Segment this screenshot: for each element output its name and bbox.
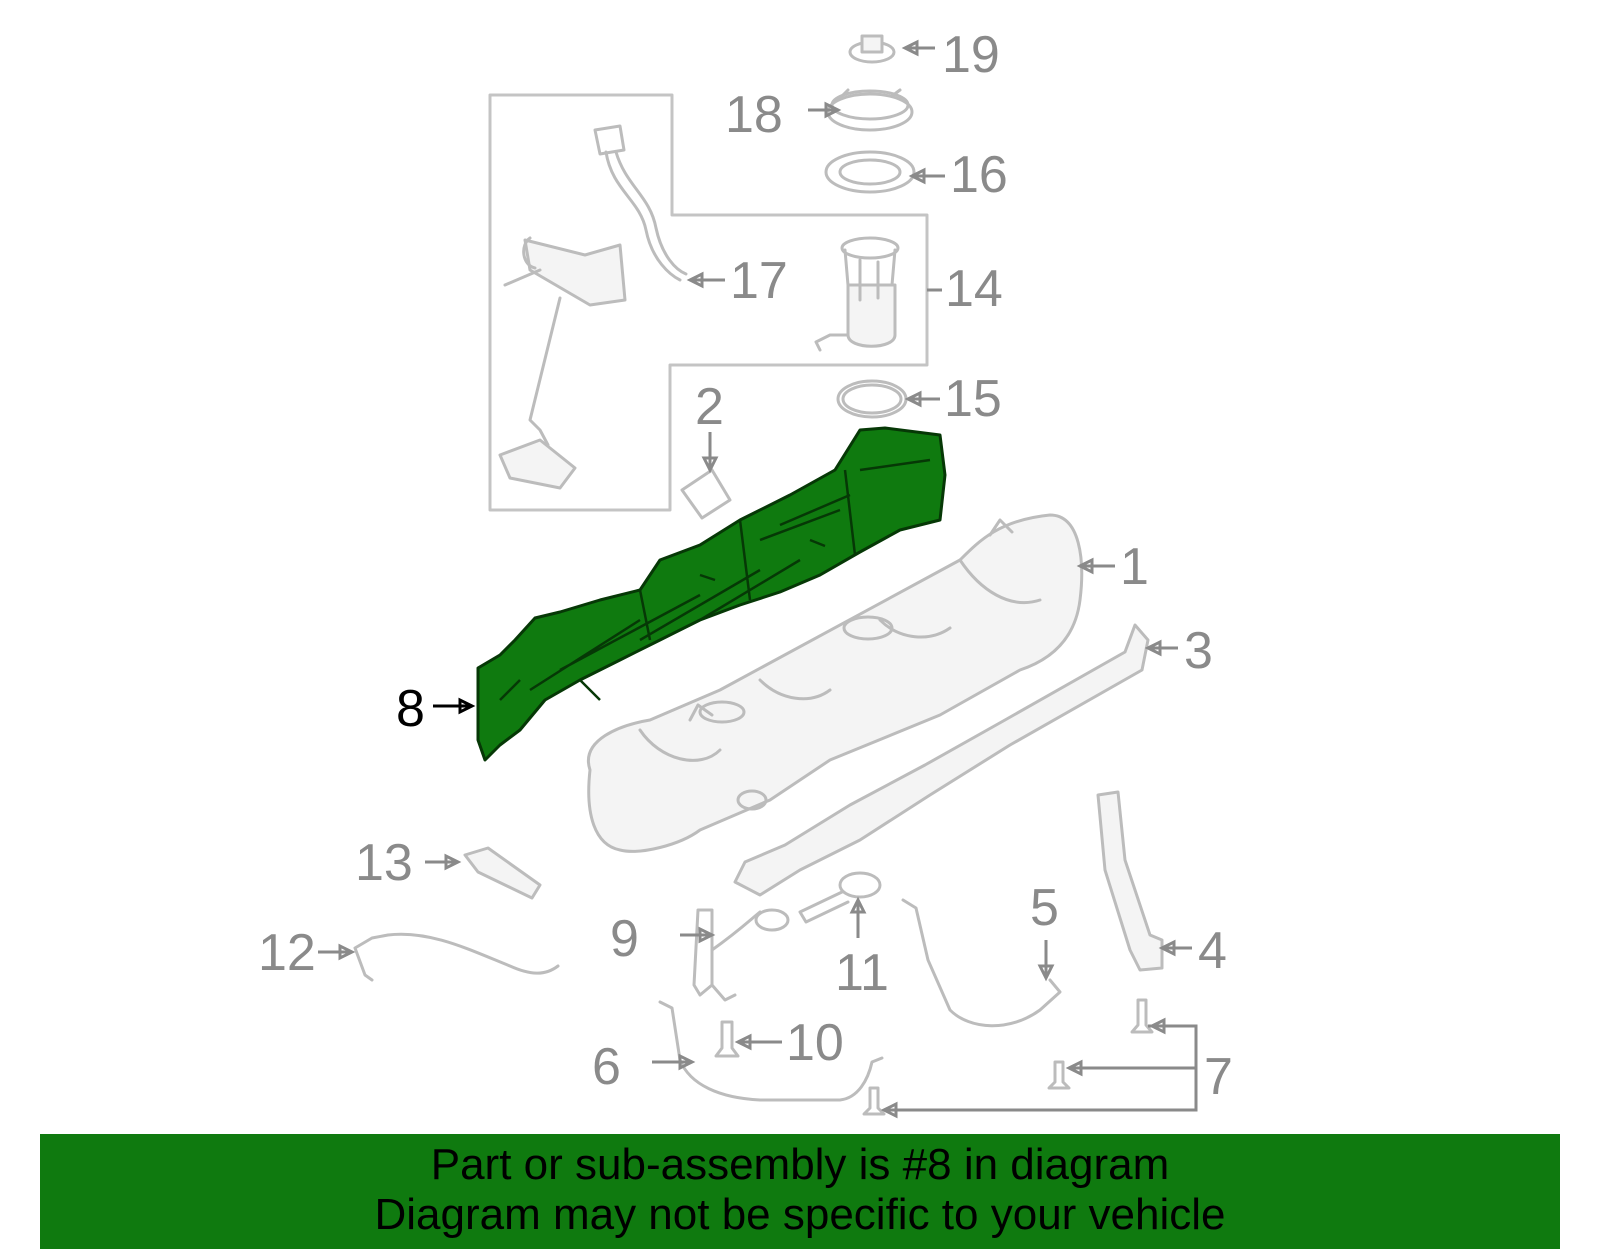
part-8-heat-shield[interactable] <box>476 426 947 762</box>
callout-5: 5 <box>1030 879 1059 937</box>
callout-7: 7 <box>1204 1048 1233 1106</box>
part-16-gasket[interactable] <box>824 150 916 194</box>
leader-lines <box>318 39 1198 1119</box>
callout-11: 11 <box>835 944 889 1002</box>
part-14-fuel-pump-module[interactable] <box>814 236 900 352</box>
sub-assembly-outline <box>488 93 929 512</box>
part-3-strap[interactable] <box>733 623 1150 897</box>
part-10-bolt[interactable] <box>714 1020 740 1058</box>
callout-10: 10 <box>786 1014 844 1072</box>
part-9-filler-pipe[interactable] <box>692 908 790 1002</box>
callout-4: 4 <box>1198 922 1227 980</box>
callout-19: 19 <box>942 26 1000 84</box>
callout-9: 9 <box>610 910 639 968</box>
callout-17: 17 <box>730 252 788 310</box>
caption-banner: Part or sub-assembly is #8 in diagram Di… <box>40 1134 1560 1249</box>
part-18-lock-ring[interactable] <box>826 88 914 132</box>
part-19-cap[interactable] <box>848 34 896 64</box>
callout-15: 15 <box>944 370 1002 428</box>
part-5-strap[interactable] <box>901 898 1062 1028</box>
callout-1: 1 <box>1120 538 1149 596</box>
callout-16: 16 <box>950 146 1008 204</box>
part-7-bolts[interactable] <box>862 998 1154 1116</box>
callout-13: 13 <box>355 834 413 892</box>
part-12-hose[interactable] <box>353 932 560 982</box>
callout-6: 6 <box>592 1038 621 1096</box>
part-11-clamp[interactable] <box>798 871 882 924</box>
callout-14: 14 <box>945 260 1003 318</box>
part-15-seal[interactable] <box>836 379 908 419</box>
caption-line-1: Part or sub-assembly is #8 in diagram <box>430 1140 1170 1189</box>
part-2-pad[interactable] <box>680 468 732 520</box>
callout-2: 2 <box>695 378 724 436</box>
callout-18: 18 <box>725 86 783 144</box>
callout-12: 12 <box>258 924 316 982</box>
part-6-strap[interactable] <box>658 1000 884 1102</box>
caption-line-2: Diagram may not be specific to your vehi… <box>374 1190 1226 1239</box>
callout-3: 3 <box>1184 622 1213 680</box>
part-13-connector[interactable] <box>463 846 542 900</box>
part-4-bracket[interactable] <box>1096 790 1164 972</box>
part-1-fuel-tank[interactable] <box>586 513 1084 853</box>
part-17-sending-unit[interactable] <box>498 124 688 490</box>
callout-8: 8 <box>396 680 425 738</box>
